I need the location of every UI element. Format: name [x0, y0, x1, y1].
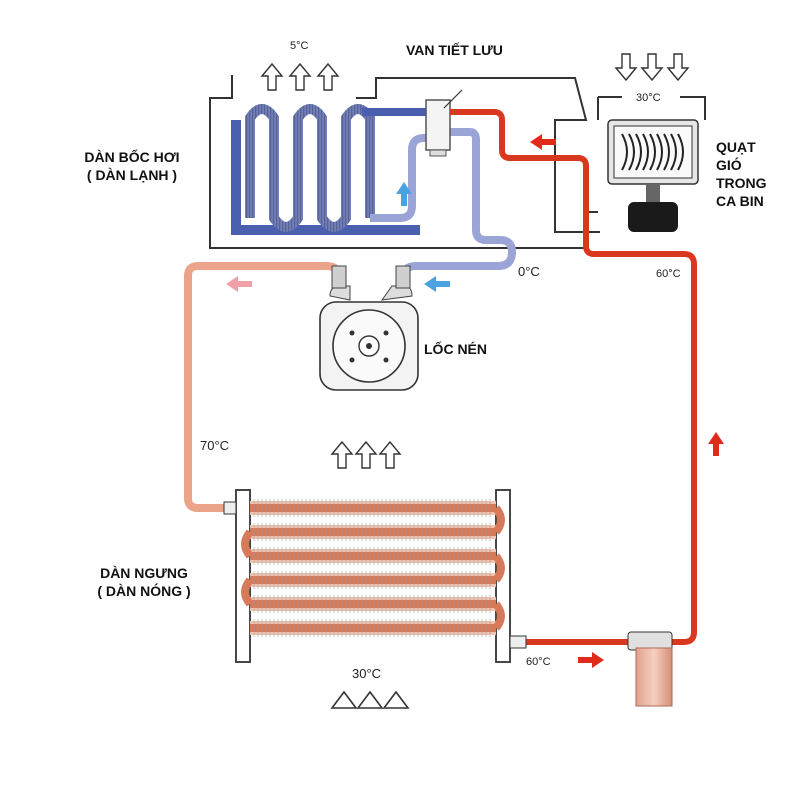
- flow-arrow-icon: [226, 276, 252, 292]
- fan-blade: [656, 133, 663, 171]
- flow-arrow-icon: [396, 182, 412, 206]
- condenser-bend: [492, 553, 505, 583]
- condenser-label-line2: ( DÀN NÓNG ): [97, 583, 191, 599]
- temp-discharge: 70°C: [200, 438, 230, 453]
- air-up-arrow-icon: [354, 440, 378, 469]
- expansion-valve: [425, 89, 463, 157]
- compressor-label: LỐC NÉN: [424, 341, 487, 357]
- temp-suction: 0°C: [518, 264, 540, 279]
- air-down-arrow-icon: [640, 53, 664, 82]
- fan-blade: [677, 133, 684, 171]
- fan-blade: [670, 133, 677, 171]
- fan-blade: [621, 133, 628, 171]
- fan-blade: [635, 133, 642, 171]
- temp-high-side: 60°C: [656, 268, 681, 280]
- evaporator-label-line2: ( DÀN LẠNH ): [86, 167, 178, 183]
- condenser-bend: [492, 601, 505, 631]
- flow-arrow-icon: [578, 652, 604, 668]
- fan-blade: [628, 133, 635, 171]
- air-chevron-up-icon: [382, 690, 410, 709]
- expansion-valve-label: VAN TIẾT LƯU: [406, 42, 503, 58]
- air-up-arrow-icon: [260, 62, 284, 91]
- condenser-label-line1: DÀN NGƯNG: [100, 565, 188, 581]
- discharge-line: [184, 262, 344, 512]
- fan-blade: [663, 133, 670, 171]
- evaporator-label-line1: DÀN BỐC HƠI: [84, 149, 180, 165]
- evaporator-label: DÀN BỐC HƠI ( DÀN LẠNH ): [52, 148, 212, 184]
- fan-label-line1: QUẠT: [716, 139, 756, 155]
- condenser-bend: [241, 577, 254, 607]
- air-down-arrow-icon: [614, 53, 638, 82]
- high-pressure-line: [450, 109, 697, 645]
- compressor: [319, 265, 419, 391]
- receiver-drier: [627, 631, 673, 707]
- cabin-fan: [607, 119, 699, 232]
- temp-evap-outlet-air: 5°C: [290, 40, 309, 52]
- air-up-arrow-icon: [378, 440, 402, 469]
- fan-label-line4: CA BIN: [716, 193, 764, 209]
- fan-blade: [642, 133, 649, 171]
- evaporator-coil: [231, 104, 517, 282]
- condenser-label: DÀN NGƯNG ( DÀN NÓNG ): [64, 564, 224, 600]
- temp-ambient-air: 30°C: [352, 666, 382, 681]
- flow-arrow-icon: [530, 134, 556, 150]
- air-up-arrow-icon: [316, 62, 340, 91]
- condenser: [223, 489, 527, 663]
- temp-condenser-outlet: 60°C: [526, 656, 551, 668]
- fan-label: QUẠT GIÓ TRONG CA BIN: [716, 138, 767, 210]
- air-up-arrow-icon: [288, 62, 312, 91]
- condenser-bend: [492, 505, 505, 535]
- air-up-arrow-icon: [330, 440, 354, 469]
- flow-arrow-icon: [424, 276, 450, 292]
- flow-arrow-icon: [708, 432, 724, 456]
- air-down-arrow-icon: [666, 53, 690, 82]
- fan-label-line2: GIÓ: [716, 157, 742, 173]
- condenser-bend: [241, 529, 254, 559]
- air-chevron-up-icon: [356, 690, 384, 709]
- fan-icon: [621, 133, 684, 171]
- fan-blade: [649, 133, 656, 171]
- temp-cabin-air: 30°C: [636, 92, 661, 104]
- fan-label-line3: TRONG: [716, 175, 767, 191]
- air-chevron-up-icon: [330, 690, 358, 709]
